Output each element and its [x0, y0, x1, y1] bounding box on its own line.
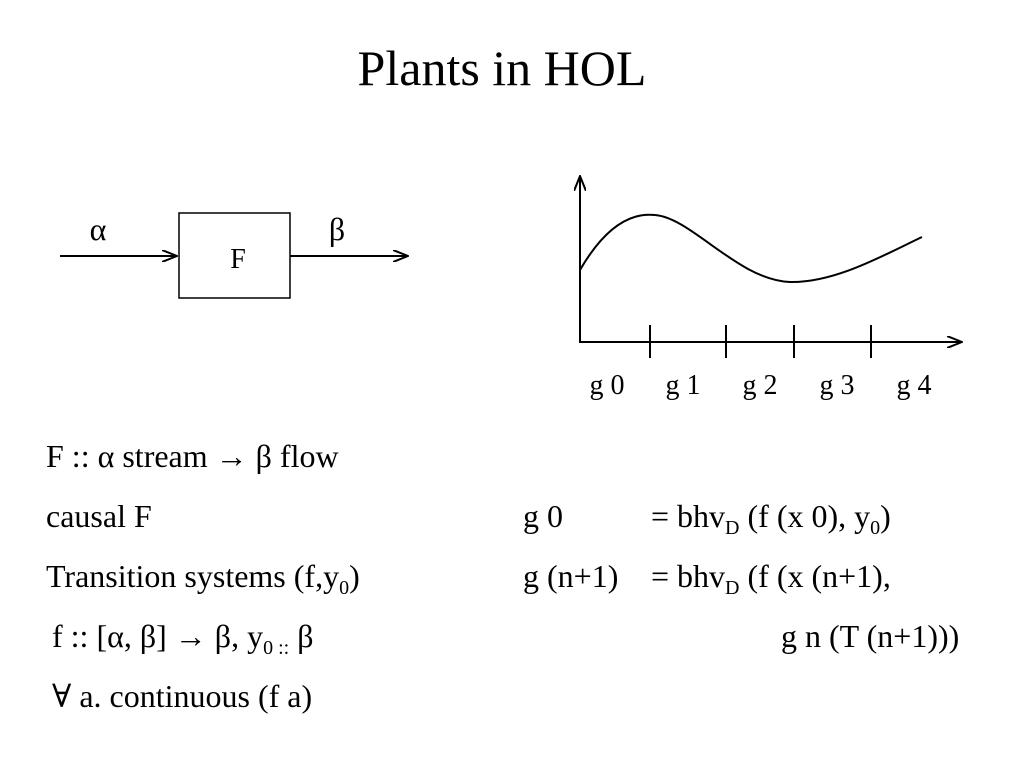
equation-2-lhs: g (n+1): [523, 558, 619, 594]
f-type-line: f :: [α, β] → β, y0 :: β: [52, 618, 314, 659]
type-signature: F :: α stream → β flow: [46, 438, 339, 474]
output-label: β: [329, 211, 345, 247]
equation-2-continuation: g n (T (n+1))): [781, 618, 960, 654]
behaviour-curve: [579, 213, 923, 284]
equation-1-lhs: g 0: [523, 498, 563, 534]
box-label: F: [230, 244, 246, 275]
tick-label-g1: g 1: [666, 370, 701, 401]
tick-label-g0: g 0: [590, 370, 625, 401]
continuity-line: ∀ a. continuous (f a): [52, 678, 313, 714]
system-box: [178, 212, 291, 299]
transition-systems-line: Transition systems (f,y0): [46, 558, 360, 599]
tick-label-g2: g 2: [743, 370, 778, 401]
tick-label-g4: g 4: [897, 370, 932, 401]
causal-line: causal F: [46, 498, 152, 534]
equation-2-rhs: = bhvD (f (x (n+1),: [651, 558, 891, 599]
page-title: Plants in HOL: [357, 40, 647, 96]
tick-label-g3: g 3: [820, 370, 855, 401]
equation-1-rhs: = bhvD (f (x 0), y0): [651, 498, 891, 539]
input-label: α: [90, 211, 107, 247]
